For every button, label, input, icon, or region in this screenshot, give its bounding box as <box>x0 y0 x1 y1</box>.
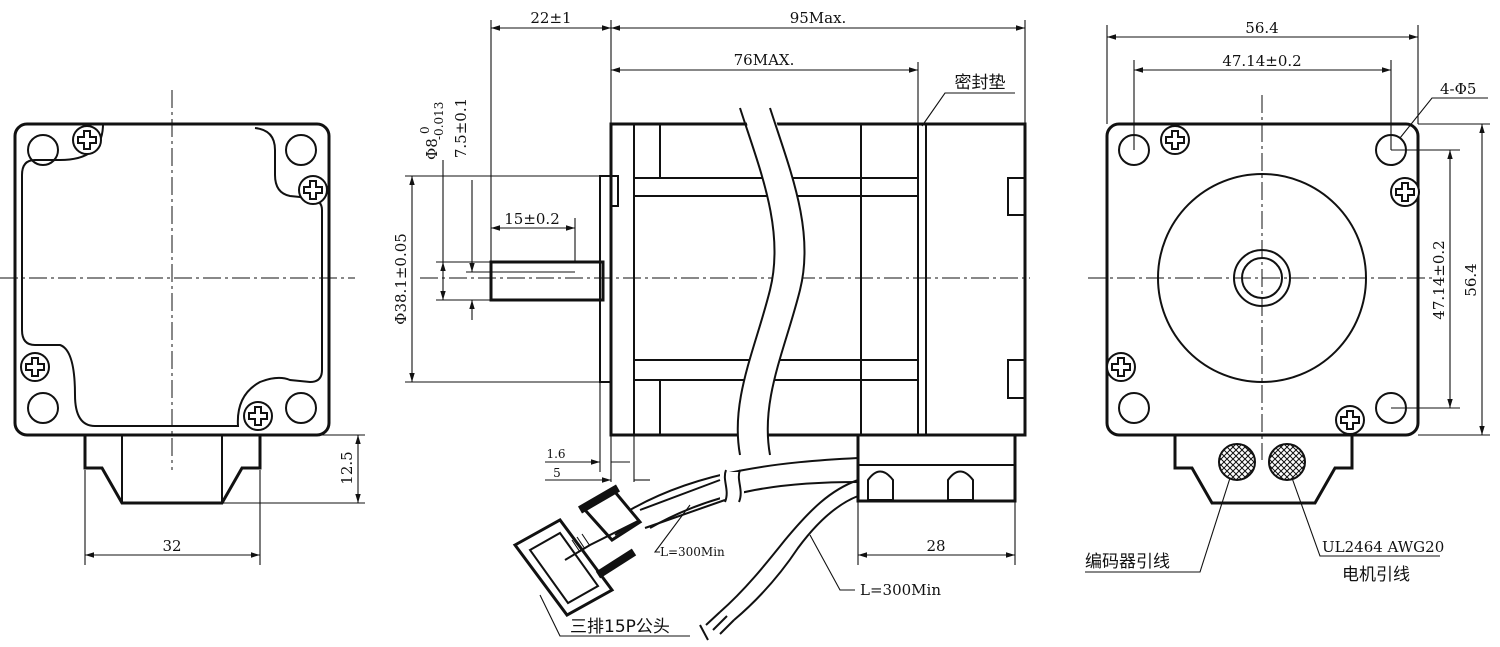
screw-icon <box>1390 177 1420 207</box>
seal-label: 密封垫 <box>955 73 1006 93</box>
dim-32: 32 <box>162 537 181 555</box>
screw-icon <box>1160 125 1190 155</box>
screw-icon <box>72 125 102 155</box>
dsub-connector-icon <box>512 479 726 617</box>
dim-5: 5 <box>553 466 561 480</box>
dim-4-phi5: 4-Φ5 <box>1440 80 1476 98</box>
dim-95: 95Max. <box>790 9 847 27</box>
dim-7-5: 7.5±0.1 <box>452 98 470 158</box>
motor-cable-icon <box>1268 443 1306 481</box>
dim-22: 22±1 <box>530 9 571 27</box>
dim-76: 76MAX. <box>734 51 795 69</box>
dim-56-4-top: 56.4 <box>1245 19 1278 37</box>
dim-15: 15±0.2 <box>504 210 560 228</box>
motor-lead-label: 电机引线 <box>1342 565 1410 585</box>
dim-47-14-top: 47.14±0.2 <box>1222 52 1301 70</box>
dim-12-5: 12.5 <box>338 451 356 484</box>
cable-spec-label: UL2464 AWG20 <box>1322 538 1444 556</box>
cable-length-1: L=300Min <box>660 545 725 559</box>
encoder-cable-icon <box>1218 443 1256 481</box>
dim-47-14-side: 47.14±0.2 <box>1430 240 1448 319</box>
screw-icon <box>1106 352 1136 382</box>
cable-length-2: L=300Min <box>860 581 941 599</box>
dim-1-6: 1.6 <box>546 447 565 461</box>
encoder-lead-label: 编码器引线 <box>1085 552 1170 572</box>
screw-icon <box>298 175 328 205</box>
screw-icon <box>1335 405 1365 435</box>
svg-text:Φ8: Φ8 <box>423 138 441 160</box>
dim-28: 28 <box>926 537 945 555</box>
screw-icon <box>20 352 50 382</box>
svg-text:-0.013: -0.013 <box>432 102 446 140</box>
dim-phi38: Φ38.1±0.05 <box>392 233 410 325</box>
left-view: 32 12.5 <box>0 90 365 565</box>
side-view: 22±1 95Max. 76MAX. 密封垫 15±0.2 Φ38.1±0.05… <box>392 9 1030 641</box>
svg-text:0: 0 <box>418 126 432 134</box>
dim-phi8: Φ8 0 -0.013 <box>418 102 446 160</box>
screw-icon <box>243 401 273 431</box>
connector-label: 三排15P公头 <box>570 617 670 637</box>
front-view: 56.4 47.14±0.2 4-Φ5 47.14±0.2 56.4 编码器引线… <box>1085 19 1490 585</box>
dim-56-4-side: 56.4 <box>1462 263 1480 296</box>
